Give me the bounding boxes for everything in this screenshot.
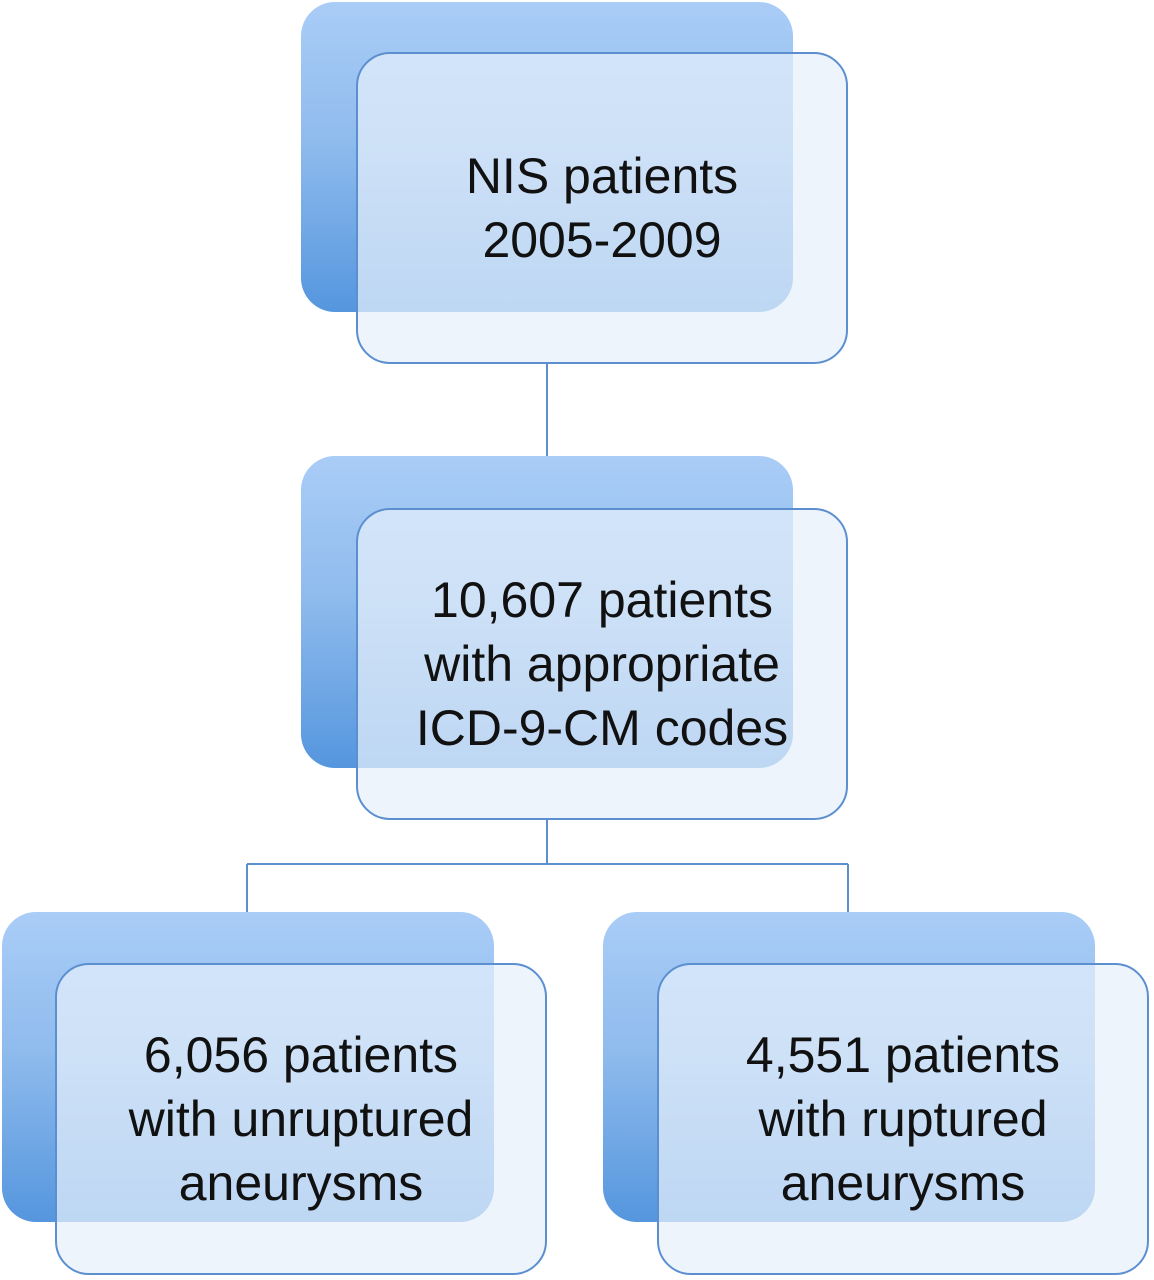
top-node-line-1: NIS patients xyxy=(465,148,739,204)
middle-node-line-1: 10,607 patients xyxy=(431,572,773,628)
left-node-text: 6,056 patients with unruptured aneurysms xyxy=(129,1023,474,1215)
top-node-line-2: 2005-2009 xyxy=(482,212,722,268)
right-node-line-1: 4,551 patients xyxy=(745,1027,1061,1083)
left-node-line-1: 6,056 patients xyxy=(143,1027,459,1083)
right-node-text: 4,551 patients with ruptured aneurysms xyxy=(746,1023,1060,1215)
middle-node-line-3: ICD-9-CM codes xyxy=(415,700,789,756)
left-node-box: 6,056 patients with unruptured aneurysms xyxy=(55,963,547,1275)
middle-node-text: 10,607 patients with appropriate ICD-9-C… xyxy=(416,568,788,760)
right-node-line-2: with ruptured xyxy=(758,1091,1048,1147)
middle-node-box: 10,607 patients with appropriate ICD-9-C… xyxy=(356,508,848,820)
middle-node-line-2: with appropriate xyxy=(424,636,780,692)
left-node-line-2: with unruptured xyxy=(128,1091,474,1147)
left-node-line-3: aneurysms xyxy=(178,1155,424,1211)
right-node-box: 4,551 patients with ruptured aneurysms xyxy=(657,963,1149,1275)
top-node-box: NIS patients 2005-2009 xyxy=(356,52,848,364)
right-node-line-3: aneurysms xyxy=(780,1155,1026,1211)
top-node-text: NIS patients 2005-2009 xyxy=(466,144,738,272)
